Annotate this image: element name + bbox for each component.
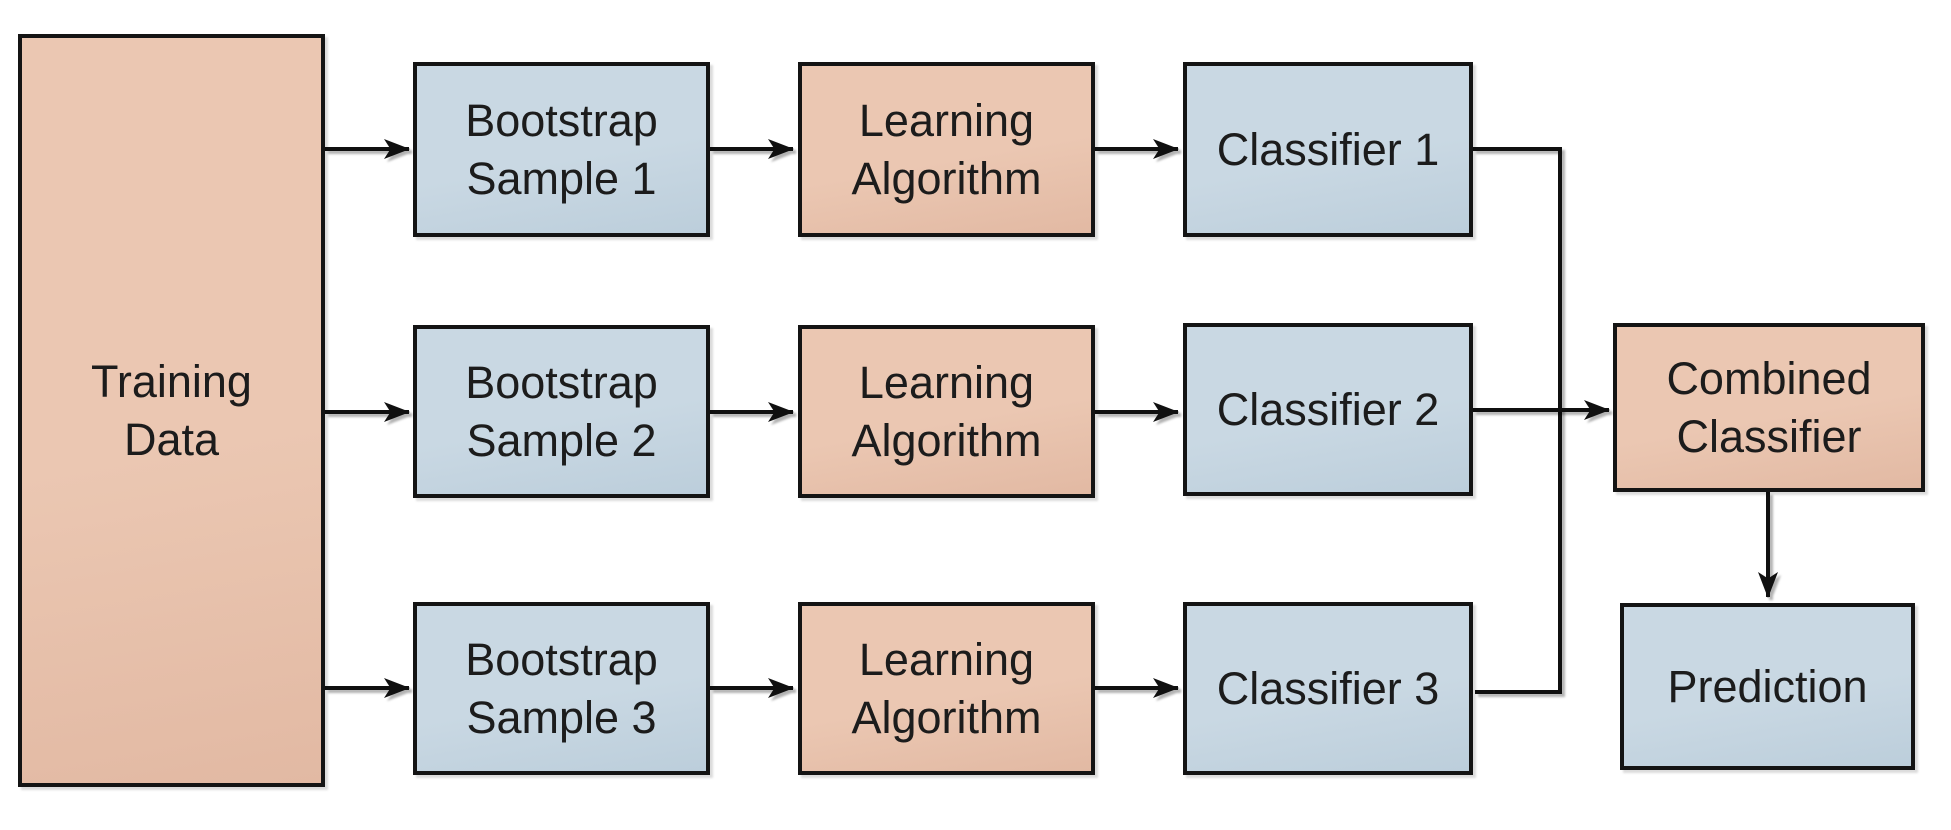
node-bootstrap-sample-1-label: Bootstrap Sample 1 (465, 95, 658, 204)
node-training-data: Training Data (18, 34, 325, 787)
node-classifier-1-label: Classifier 1 (1216, 123, 1440, 175)
node-bootstrap-sample-2-label: Bootstrap Sample 2 (465, 357, 658, 466)
node-learning-algorithm-3: Learning Algorithm (798, 602, 1095, 775)
node-learning-algorithm-1: Learning Algorithm (798, 62, 1095, 237)
node-prediction-label: Prediction (1667, 660, 1868, 712)
node-combined-classifier-label: Combined Classifier (1666, 353, 1872, 462)
node-learning-algorithm-2-label: Learning Algorithm (851, 357, 1042, 466)
node-learning-algorithm-1-label: Learning Algorithm (851, 95, 1042, 204)
node-bootstrap-sample-3-label: Bootstrap Sample 3 (465, 634, 658, 743)
node-classifier-3: Classifier 3 (1183, 602, 1473, 775)
node-training-data-label: Training Data (91, 356, 252, 465)
node-bootstrap-sample-3: Bootstrap Sample 3 (413, 602, 710, 775)
node-bootstrap-sample-2: Bootstrap Sample 2 (413, 325, 710, 498)
node-learning-algorithm-3-label: Learning Algorithm (851, 634, 1042, 743)
node-classifier-3-label: Classifier 3 (1216, 662, 1440, 714)
node-combined-classifier: Combined Classifier (1613, 323, 1925, 492)
node-classifier-2: Classifier 2 (1183, 323, 1473, 496)
node-prediction: Prediction (1620, 603, 1915, 770)
connector-classifiers-merge-line (1473, 147, 1562, 694)
node-learning-algorithm-2: Learning Algorithm (798, 325, 1095, 498)
node-bootstrap-sample-1: Bootstrap Sample 1 (413, 62, 710, 237)
node-classifier-2-label: Classifier 2 (1216, 383, 1440, 435)
node-classifier-1: Classifier 1 (1183, 62, 1473, 237)
